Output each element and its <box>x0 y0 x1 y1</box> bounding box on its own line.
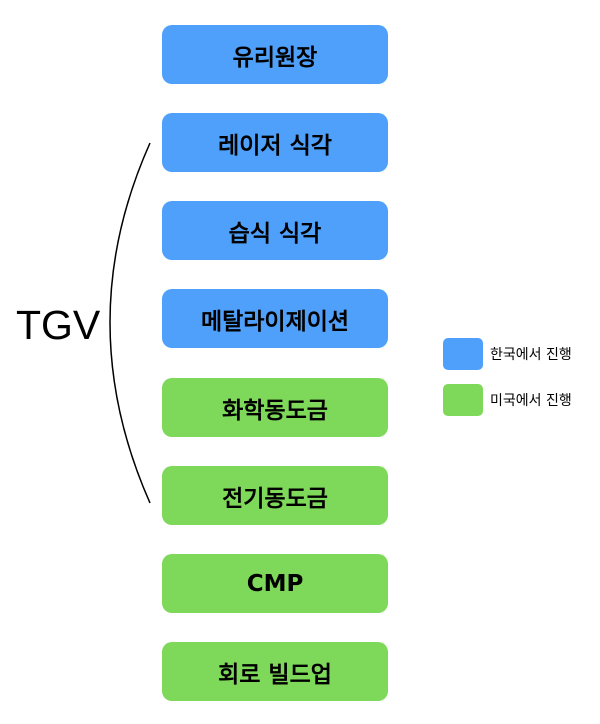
step-laser-etching: 레이저 식각 <box>162 113 388 172</box>
step-wet-etching: 습식 식각 <box>162 201 388 260</box>
step-electroless-copper-plating: 화학동도금 <box>162 378 388 437</box>
legend-swatch-korea <box>443 338 483 370</box>
step-electrolytic-copper-plating: 전기동도금 <box>162 466 388 525</box>
legend-item-korea: 한국에서 진행 <box>443 338 572 370</box>
legend-label-usa: 미국에서 진행 <box>490 393 572 409</box>
step-metallization: 메탈라이제이션 <box>162 289 388 348</box>
legend-swatch-usa <box>443 384 483 416</box>
step-glass-substrate: 유리원장 <box>162 25 388 84</box>
step-circuit-buildup: 회로 빌드업 <box>162 642 388 701</box>
legend-item-usa: 미국에서 진행 <box>443 384 572 416</box>
legend-label-korea: 한국에서 진행 <box>490 347 572 363</box>
step-cmp: CMP <box>162 554 388 613</box>
tgv-group-label: TGV <box>16 302 101 348</box>
tgv-bracket-curve <box>109 142 151 504</box>
